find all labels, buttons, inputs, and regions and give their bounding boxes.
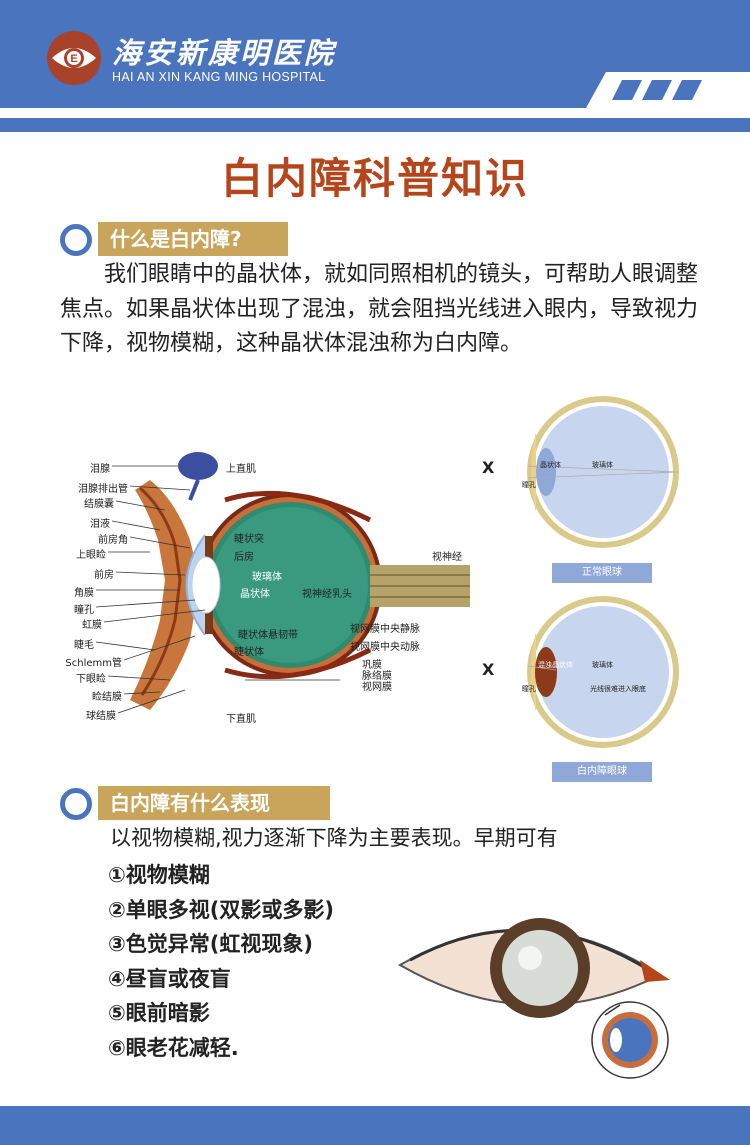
list-item: ②单眼多视(双影或多影) bbox=[108, 897, 334, 922]
eye-anatomy-diagram bbox=[95, 452, 470, 714]
cataract-vitreous-label: 玻璃体 bbox=[592, 661, 613, 669]
label-posterior-chamber: 后房 bbox=[234, 552, 254, 563]
label-sclera: 巩膜 bbox=[362, 660, 382, 671]
cataract-note-label: 光线很难进入眼底 bbox=[590, 685, 646, 693]
section1-paragraph: 我们眼睛中的晶状体，就如同照相机的镜头，可帮助人眼调整焦点。如果晶状体出现了混浊… bbox=[60, 262, 699, 356]
label-optic-nerve: 视神经 bbox=[432, 552, 462, 563]
cataract-eye-caption: 白内障眼球 bbox=[552, 762, 652, 782]
label-upper-eyelid: 上眼睑 bbox=[76, 550, 106, 561]
label-central-artery: 视网膜中央动脉 bbox=[350, 642, 420, 653]
label-anterior-angle: 前房角 bbox=[98, 535, 128, 546]
section2-heading: 白内障有什么表现 bbox=[98, 786, 330, 820]
header-divider bbox=[0, 108, 750, 118]
label-conjunctival-sac: 结膜囊 bbox=[84, 499, 114, 510]
section1-bullet-icon bbox=[60, 224, 92, 256]
label-lower-eyelid: 下眼睑 bbox=[76, 674, 106, 685]
label-schlemm-canal: Schlemm管 bbox=[65, 658, 122, 669]
label-pupil: 瞳孔 bbox=[74, 605, 94, 616]
list-item: ④昼盲或夜盲 bbox=[108, 966, 231, 991]
normal-vitreous-label: 玻璃体 bbox=[592, 461, 613, 469]
footer-bar bbox=[0, 1106, 750, 1145]
header-stripe bbox=[0, 118, 750, 132]
normal-eye-diagram bbox=[527, 396, 679, 548]
label-ciliary-body: 睫状体 bbox=[234, 647, 264, 658]
list-item: ③色觉异常(虹视现象) bbox=[108, 932, 313, 956]
normal-x-mark: X bbox=[482, 458, 495, 477]
label-lacrimal-duct: 泪腺排出管 bbox=[78, 484, 128, 495]
cataract-lens-label: 混浊晶状体 bbox=[538, 661, 573, 669]
hospital-name-cn: 海安新康明医院 bbox=[112, 36, 337, 70]
list-item: ⑤眼前暗影 bbox=[108, 1001, 210, 1025]
label-bulbar-conjunctiva: 球结膜 bbox=[86, 711, 116, 722]
cataract-eye-illustration bbox=[397, 918, 670, 1079]
hospital-name-en: HAI AN XIN KANG MING HOSPITAL bbox=[112, 70, 326, 84]
section1-heading: 什么是白内障? bbox=[98, 222, 288, 256]
section2-bullet-icon bbox=[60, 788, 92, 820]
label-palpebral-conjunctiva: 睑结膜 bbox=[92, 692, 122, 703]
label-inferior-rectus: 下直肌 bbox=[226, 714, 256, 725]
label-optic-disc: 视神经乳头 bbox=[302, 589, 352, 600]
label-vitreous: 玻璃体 bbox=[252, 572, 282, 583]
label-anterior-chamber: 前房 bbox=[94, 570, 114, 581]
section2-intro: 以视物模糊,视力逐渐下降为主要表现。早期可有 bbox=[110, 826, 558, 850]
cataract-x-mark: X bbox=[482, 660, 495, 679]
label-central-vein: 视网膜中央静脉 bbox=[350, 624, 420, 635]
label-iris: 虹膜 bbox=[82, 620, 102, 631]
label-lens: 晶状体 bbox=[240, 589, 270, 600]
list-item: ①视物模糊 bbox=[108, 863, 210, 887]
list-item: ⑥眼老花减轻. bbox=[108, 1035, 239, 1060]
normal-lens-label: 晶状体 bbox=[540, 461, 561, 469]
label-cornea: 角膜 bbox=[74, 588, 94, 599]
label-choroid: 脉络膜 bbox=[362, 671, 392, 682]
label-superior-rectus: 上直肌 bbox=[226, 464, 256, 475]
label-eyelashes: 睫毛 bbox=[74, 640, 94, 651]
label-retina: 视网膜 bbox=[362, 682, 392, 693]
logo-letter: E bbox=[70, 53, 77, 65]
page-title: 白内障科普知识 bbox=[220, 154, 529, 203]
label-lacrimal-gland: 泪腺 bbox=[90, 464, 110, 475]
label-ciliary-process: 睫状突 bbox=[234, 534, 264, 545]
symptom-list: ①视物模糊 ②单眼多视(双影或多影) ③色觉异常(虹视现象) ④昼盲或夜盲 ⑤眼… bbox=[108, 858, 334, 1065]
cataract-eye-diagram bbox=[527, 596, 679, 748]
normal-pupil-label: 瞳孔 bbox=[522, 481, 536, 489]
cataract-pupil-label: 瞳孔 bbox=[522, 685, 536, 693]
label-tears: 泪液 bbox=[90, 519, 110, 530]
hospital-logo-icon: E bbox=[47, 31, 101, 85]
normal-eye-caption: 正常眼球 bbox=[552, 563, 652, 583]
header-decorative-stripes bbox=[586, 72, 750, 108]
label-zonules: 睫状体悬韧带 bbox=[238, 630, 298, 641]
